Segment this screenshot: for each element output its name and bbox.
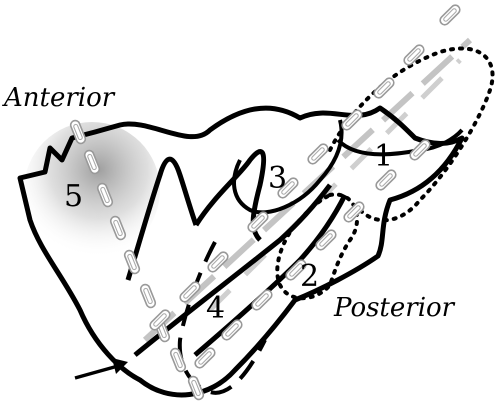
- outer-outline: [17, 105, 465, 398]
- inner-curve-c: [232, 119, 344, 215]
- region-4-label: 4: [206, 291, 225, 326]
- region-2-label: 2: [300, 259, 319, 294]
- anterior-label: Anterior: [2, 83, 116, 113]
- region-5-label: 5: [64, 179, 83, 214]
- inner-curve-a: [125, 156, 199, 281]
- inner-curve-b: [193, 149, 267, 242]
- region-3-label: 3: [268, 161, 287, 196]
- region-1-label: 1: [374, 139, 393, 174]
- paperclip-chain-lower: [192, 137, 433, 371]
- dotted-loop-small: [275, 192, 360, 301]
- pointer-arrow: [74, 358, 128, 380]
- gray-guide-line-2: [208, 58, 462, 312]
- posterior-label: Posterior: [333, 293, 456, 323]
